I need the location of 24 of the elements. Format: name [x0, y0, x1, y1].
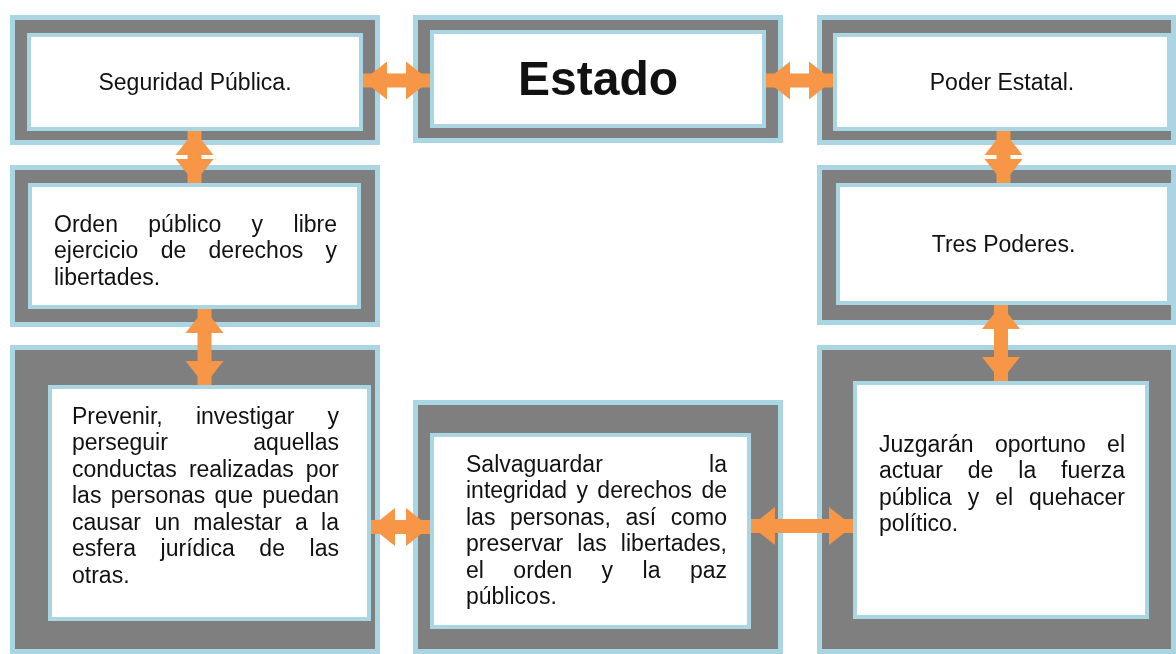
box-text: Tres Poderes. [930, 230, 1077, 258]
double-arrow [984, 131, 1023, 183]
text-box [430, 30, 766, 128]
double-arrow [751, 507, 853, 545]
text-box [27, 33, 363, 131]
double-arrow [175, 131, 214, 183]
text-box [833, 33, 1171, 131]
box-text: Poder Estatal. [928, 68, 1076, 96]
text-box [853, 381, 1149, 619]
double-arrow [363, 61, 430, 100]
box-text: Prevenir, investigar y perseguir aquellas conductas realizadas por las personas que puedan causar un malestar a la esfera jurídica de las otras. [72, 403, 339, 589]
box-text: Seguridad Pública. [97, 68, 293, 96]
double-arrow [185, 309, 224, 385]
double-arrow [982, 305, 1020, 381]
double-arrow [371, 508, 430, 546]
box-text: Salvaguardar la integridad y derechos de las personas, así como preservar las libertades, el orden y la paz públicos. [466, 451, 727, 610]
box-text: Orden público y libre ejercicio de derechos y libertades. [54, 211, 337, 291]
text-box [28, 183, 361, 309]
text-box [430, 433, 751, 629]
double-arrow [766, 61, 833, 100]
text-box [836, 183, 1171, 305]
text-box [48, 385, 371, 621]
box-text: Juzgarán oportuno el actuar de la fuerza pública y el quehacer político. [879, 431, 1125, 537]
title-text: Estado [517, 51, 679, 107]
